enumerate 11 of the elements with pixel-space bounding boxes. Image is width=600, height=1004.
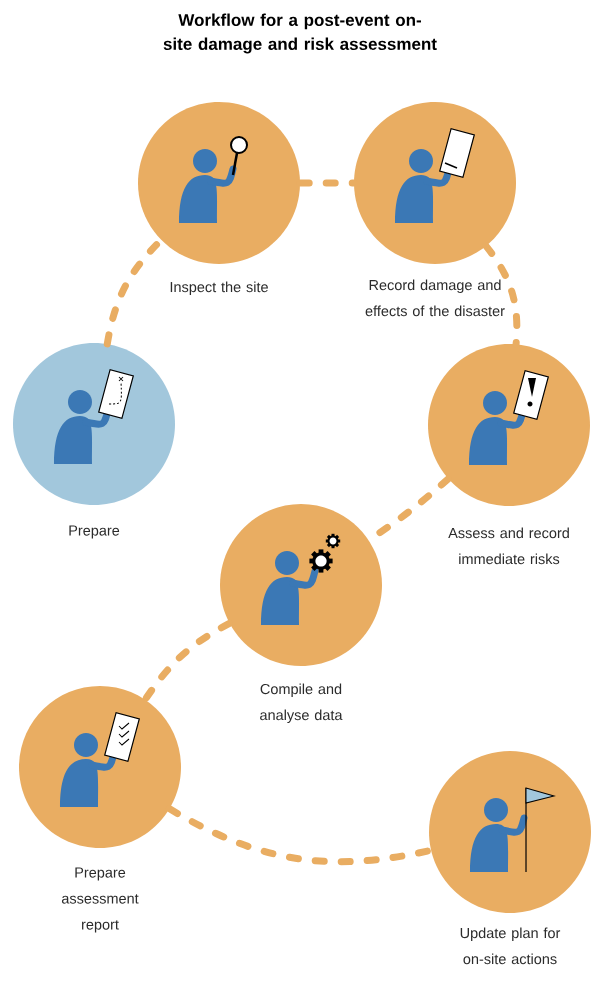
title: Workflow for a post-event on-site damage and risk assessment <box>163 13 437 54</box>
step-label: Record damage and effects of the disaster <box>365 279 505 317</box>
dashed-path <box>482 242 521 348</box>
step-label: Prepare assessment report <box>61 867 139 933</box>
dashed-path <box>296 179 358 187</box>
step-label: Assess and record immediate risks <box>448 527 569 565</box>
step-label: Compile and analyse data <box>260 683 343 724</box>
step-label: Inspect the site <box>170 281 268 296</box>
step-label: Prepare <box>69 525 120 539</box>
dashed-path <box>141 619 233 704</box>
step-label: Update plan for on-site actions <box>460 927 561 965</box>
